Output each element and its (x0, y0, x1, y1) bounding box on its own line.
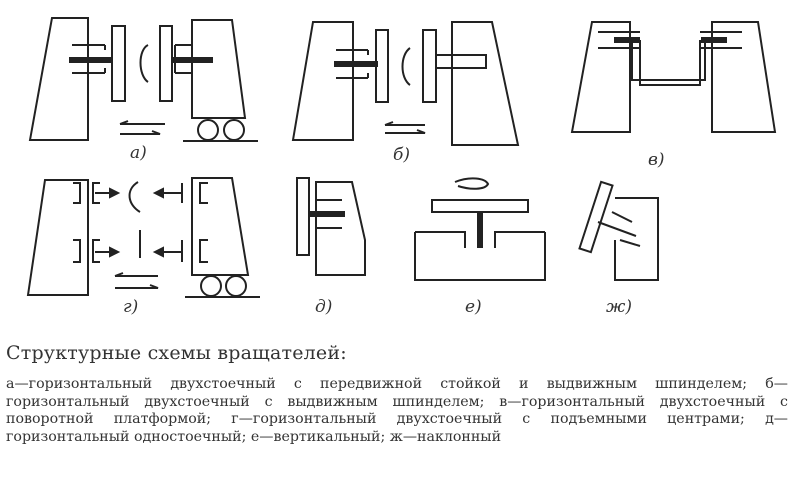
rotator-schemes-figure: а) б) в) (26, 17, 777, 317)
scheme-v: в) (570, 21, 777, 170)
label-e: е) (465, 297, 482, 317)
label-zh: ж) (606, 297, 632, 317)
figure-caption: а—горизонтальный двухстоечный с передвиж… (6, 376, 788, 445)
scheme-d: д) (296, 177, 366, 317)
scheme-b: б) (291, 21, 520, 165)
label-a: а) (130, 143, 147, 163)
figure-title: Структурные схемы вращателей: (6, 342, 347, 364)
scheme-g: г) (26, 177, 260, 317)
scheme-e: е) (414, 177, 546, 317)
scheme-zh: ж) (578, 180, 659, 317)
label-v: в) (648, 150, 665, 170)
label-g: г) (123, 297, 138, 317)
scheme-a: а) (28, 17, 258, 163)
label-b: б) (393, 145, 410, 165)
label-d: д) (315, 297, 332, 317)
